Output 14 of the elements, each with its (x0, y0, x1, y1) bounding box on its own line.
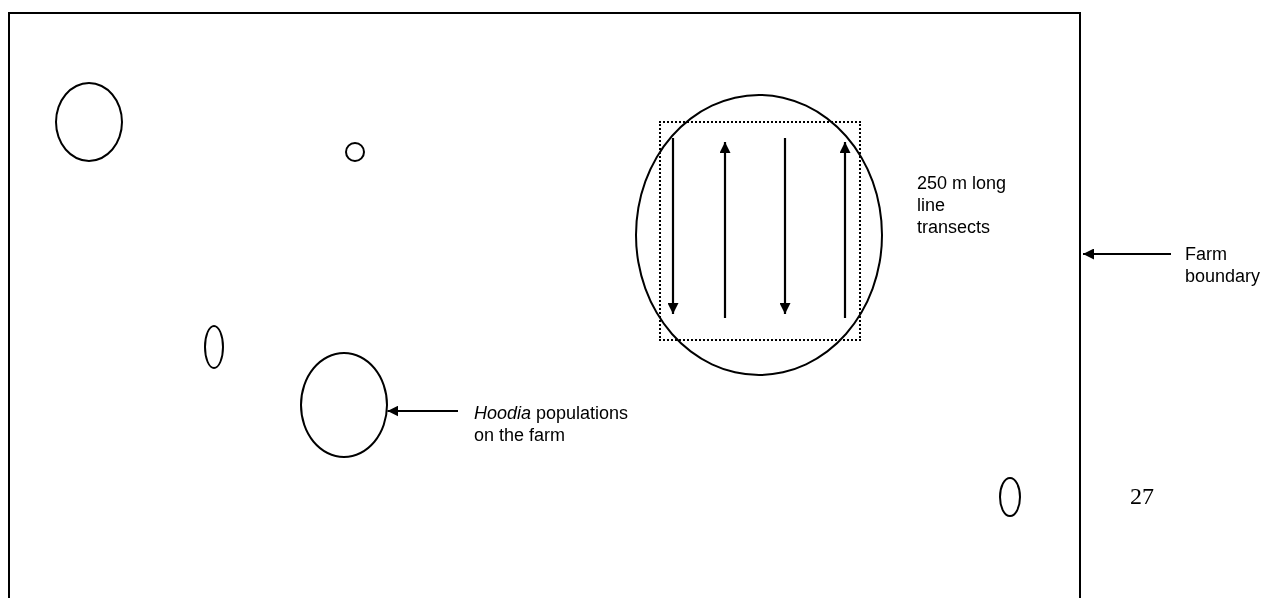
sampling-plot (659, 121, 861, 341)
population-ellipse (345, 142, 365, 162)
page-number: 27 (1130, 482, 1155, 510)
population-ellipse (55, 82, 123, 162)
callout-text: Hoodia populations on the farm (474, 402, 634, 446)
population-ellipse (204, 325, 224, 369)
population-ellipse (300, 352, 388, 458)
transect-area-ellipse (635, 94, 883, 376)
leader-arrow (387, 405, 458, 417)
population-ellipse (999, 477, 1021, 517)
transect-note: 250 m long line transects (917, 172, 1007, 238)
callout-text: Farm boundary (1185, 243, 1275, 287)
leader-arrow (1083, 248, 1171, 260)
farm-boundary (8, 12, 1081, 598)
